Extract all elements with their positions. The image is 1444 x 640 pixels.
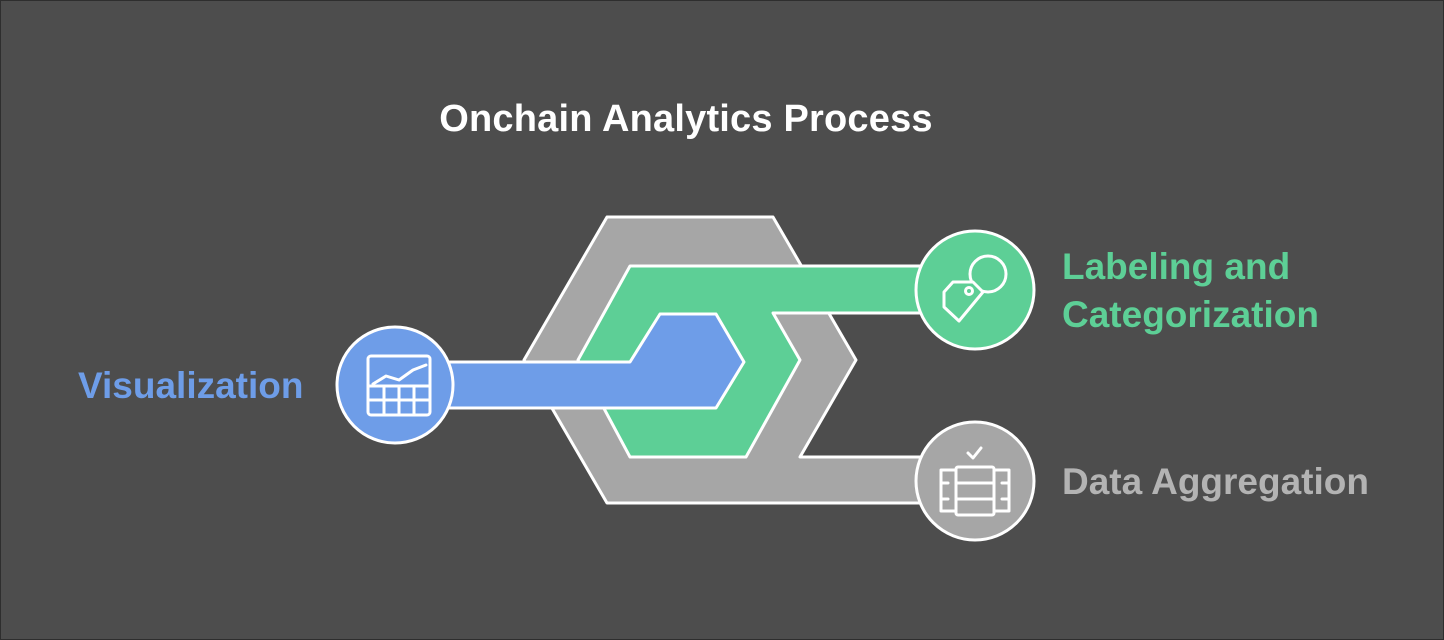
aggregation-node (914, 420, 1036, 542)
stage-label-aggregation: Data Aggregation (1062, 461, 1369, 502)
stage-label-labeling-line1: Labeling and (1062, 246, 1291, 287)
diagram-title: Onchain Analytics Process (439, 98, 933, 140)
chart-table-icon (366, 354, 432, 417)
stage-label-labeling: Labeling and Categorization (1062, 243, 1319, 339)
stage-label-labeling-line2: Categorization (1062, 294, 1319, 335)
tag-icon (942, 254, 1008, 323)
database-check-icon (939, 446, 1011, 517)
stage-label-visualization: Visualization (78, 365, 304, 406)
